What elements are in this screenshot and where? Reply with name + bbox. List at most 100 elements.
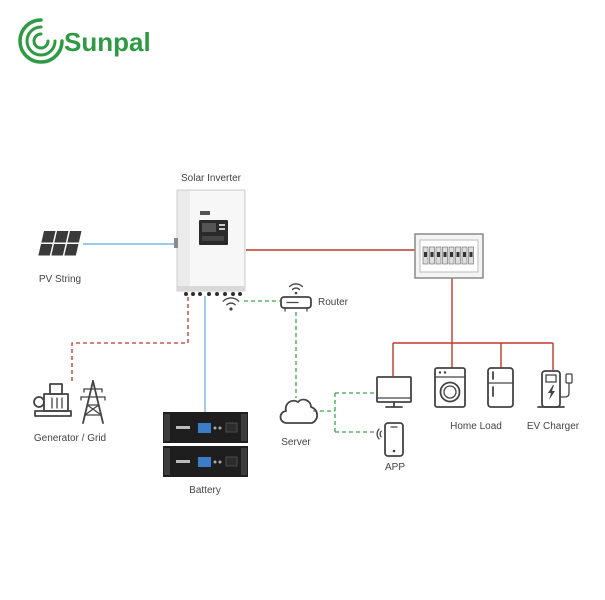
pv-cell [38,244,53,256]
washing-machine-icon [434,367,466,408]
router-wifi-dot [294,291,298,295]
phone-signal-arc-large [376,428,380,440]
breaker-toggle [463,252,466,257]
cable-gland [207,292,211,296]
battery-brand-mark [176,426,190,429]
cable-gland [231,292,235,296]
sunpal-logo-icon [18,18,64,64]
generator-flywheel [33,396,45,408]
home-load-label: Home Load [450,421,502,432]
smartphone-icon [376,422,404,457]
ac-power-lines [246,249,554,376]
battery-handle-right [241,448,247,475]
battery-label: Battery [189,485,221,496]
cable-gland [191,292,195,296]
battery-button [213,426,217,430]
inverter-screen [202,223,216,232]
breaker-box-icon [414,233,484,279]
battery-button [218,426,222,430]
ev-charger-screen [545,374,557,383]
inverter-to-generator-line [71,297,189,382]
pv-string-label: PV String [39,274,81,285]
battery-handle-left [164,414,170,441]
generator-grid-label: Generator / Grid [34,433,106,444]
breaker-toggles [424,252,473,257]
inverter-bottom-strip [177,286,245,291]
inverter-side-connector [174,238,178,248]
battery-port [225,456,238,467]
power-tower-icon [80,380,106,424]
wifi-icon [222,297,240,311]
pv-cell [41,231,56,243]
router-body [280,296,312,309]
breaker-toggle [456,252,460,257]
brand-name: Sunpal [64,27,151,57]
wifi-arc-small [226,302,236,306]
cable-gland [184,292,188,296]
ev-charger-icon [537,370,573,408]
breaker-toggle [450,252,453,257]
breaker-toggle [437,252,440,257]
generator-grid-lines [71,297,189,382]
router-label: Router [318,297,349,308]
generator-icon [33,383,72,417]
ev-charger-bolt-icon [548,385,555,400]
logo-inner-ring [32,32,50,50]
phone-body [384,422,404,457]
tower-leg-right [92,380,104,424]
wifi-arc-large [222,297,240,302]
ev-charger-nozzle [565,373,573,384]
logo-outer-ring [18,18,64,64]
battery-button [218,460,222,464]
monitor-icon [376,376,412,408]
ev-charger-cable [559,382,570,398]
breaker-toggle [424,252,427,257]
battery-module-top [163,412,248,443]
pv-cell [54,231,69,243]
battery-port [225,422,238,433]
cable-gland [198,292,202,296]
phone-signal-arc-small [379,430,382,438]
cloud-server-icon [279,398,319,424]
breaker-toggle [430,252,434,257]
refrigerator-icon [487,367,514,408]
pv-cell [64,244,79,256]
breaker-toggle [469,252,473,257]
washer-door-glass [443,385,457,399]
washer-body [434,367,466,408]
cloud-outline [279,398,319,424]
generator-body [43,393,69,412]
communication-lines [244,300,377,433]
battery-button [213,460,217,464]
router-icon [280,283,312,312]
battery-module-bottom [163,446,248,477]
battery-brand-mark [176,460,190,463]
battery-icon [163,412,248,477]
tower-lattice [86,404,102,416]
logo-middle-ring [25,25,57,57]
pv-cell [67,231,82,243]
pv-cell [51,244,66,256]
sunpal-logo: Sunpal [18,18,151,64]
cable-gland [215,292,219,296]
inverter-brand-mark [200,211,210,215]
ev-charger-label: EV Charger [527,421,580,432]
dc-power-lines [83,243,206,412]
tower-lattice [84,404,100,416]
inverter-indicator [219,224,225,226]
cable-gland [223,292,227,296]
battery-handle-right [241,414,247,441]
battery-display [198,423,211,433]
breaker-toggle [443,252,447,257]
inverter-keypad [202,236,224,241]
server-label: Server [281,437,311,448]
wifi-dot [229,307,233,311]
fridge-body [487,367,514,408]
solar-inverter-icon [174,189,246,296]
washer-door [439,381,461,403]
solar-panel-icon [38,231,82,256]
app-label: APP [385,462,405,473]
battery-handle-left [164,448,170,475]
router-wifi-arc-large [288,283,304,288]
